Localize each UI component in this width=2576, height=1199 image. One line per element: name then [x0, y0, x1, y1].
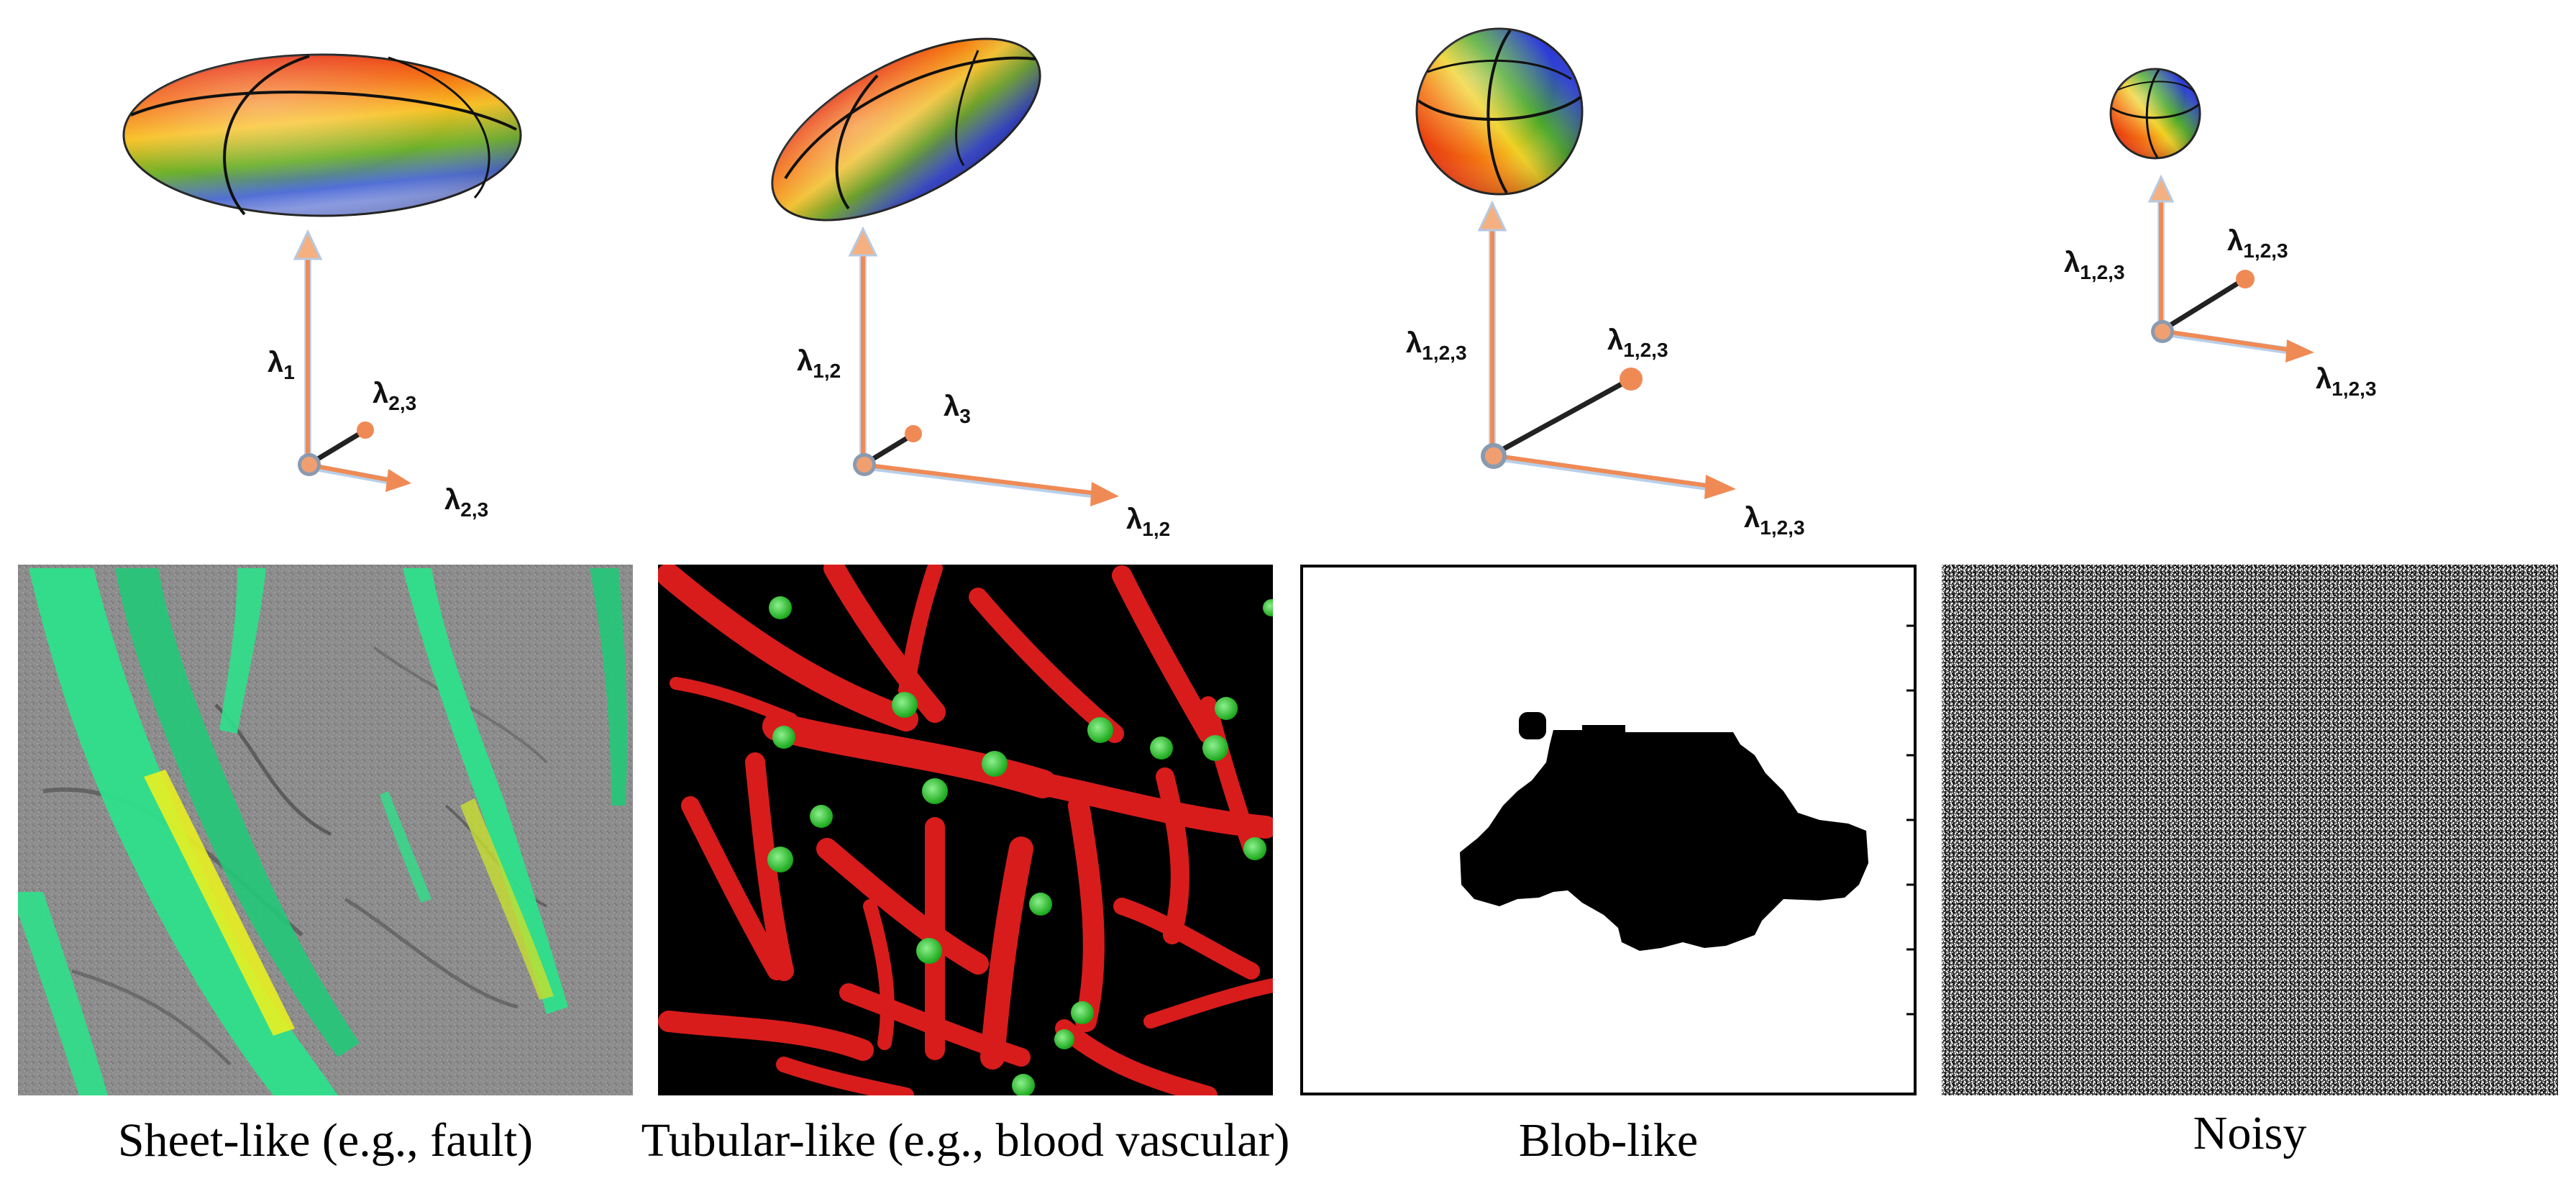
axes-sheet: [293, 229, 411, 492]
caption-blob: Blob-like: [1518, 1114, 1699, 1167]
sphere-small: [2109, 68, 2201, 160]
axis-label-depth: λ3: [944, 391, 971, 427]
sphere-large: [1415, 27, 1584, 196]
axis-label-depth: λ2,3: [373, 378, 416, 414]
axis-label-horizontal: λ2,3: [444, 484, 488, 521]
panel-blob-glyph: λ1,2,3 λ1,2,3 λ1,2,3: [1406, 27, 1805, 539]
axes-tube: [848, 226, 1119, 506]
ellipsoid-tube: [771, 37, 1041, 222]
axes-noise: [2147, 174, 2314, 363]
image-blood-vessels: [658, 565, 1273, 1095]
caption-noisy: Noisy: [2193, 1107, 2307, 1159]
axis-label-vertical: λ1,2: [797, 345, 841, 382]
panel-sheet-glyph: λ1 λ2,3 λ2,3: [122, 53, 522, 521]
ellipsoid-sheet: [122, 53, 522, 217]
panel-tube-glyph: λ1,2 λ3 λ1,2: [771, 37, 1170, 540]
axis-label-horizontal: λ1,2,3: [1744, 502, 1805, 539]
axis-label-vertical: λ1,2,3: [1406, 327, 1467, 364]
image-seismic-fault: [18, 565, 633, 1095]
panel-noise-glyph: λ1,2,3 λ1,2,3 λ1,2,3: [2064, 68, 2377, 400]
axis-label-vertical: λ1: [268, 347, 295, 383]
caption-tubular: Tubular-like (e.g., blood vascular): [641, 1114, 1290, 1167]
axis-label-horizontal: λ1,2,3: [2316, 363, 2377, 400]
axis-label-depth: λ1,2,3: [2227, 225, 2288, 262]
image-binary-blob: [1300, 565, 1917, 1095]
image-random-noise: [1942, 565, 2558, 1095]
axis-label-horizontal: λ1,2: [1126, 503, 1170, 540]
axis-label-depth: λ1,2,3: [1607, 324, 1668, 361]
right-axis-ticks: [1906, 624, 1915, 1016]
axes-blob: [1477, 200, 1736, 499]
axis-label-vertical: λ1,2,3: [2064, 247, 2125, 283]
caption-sheet: Sheet-like (e.g., fault): [117, 1114, 534, 1167]
